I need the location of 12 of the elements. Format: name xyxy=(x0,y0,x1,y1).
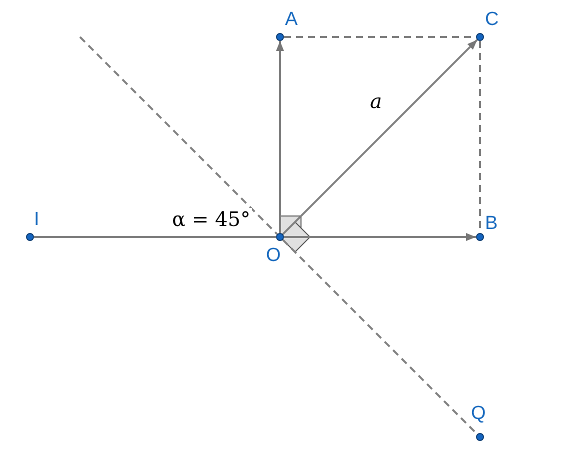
point-label: Q xyxy=(471,404,486,424)
arrow xyxy=(276,41,284,233)
point-label: O xyxy=(266,246,281,266)
point-label: B xyxy=(485,214,498,234)
point-label: I xyxy=(34,210,40,230)
line-segment xyxy=(34,236,276,238)
arrow xyxy=(282,39,478,235)
point-label: C xyxy=(485,10,499,30)
point-label: A xyxy=(285,10,298,30)
dashed-line xyxy=(282,239,478,435)
arrow xyxy=(284,233,476,241)
dashed-line xyxy=(79,36,278,235)
